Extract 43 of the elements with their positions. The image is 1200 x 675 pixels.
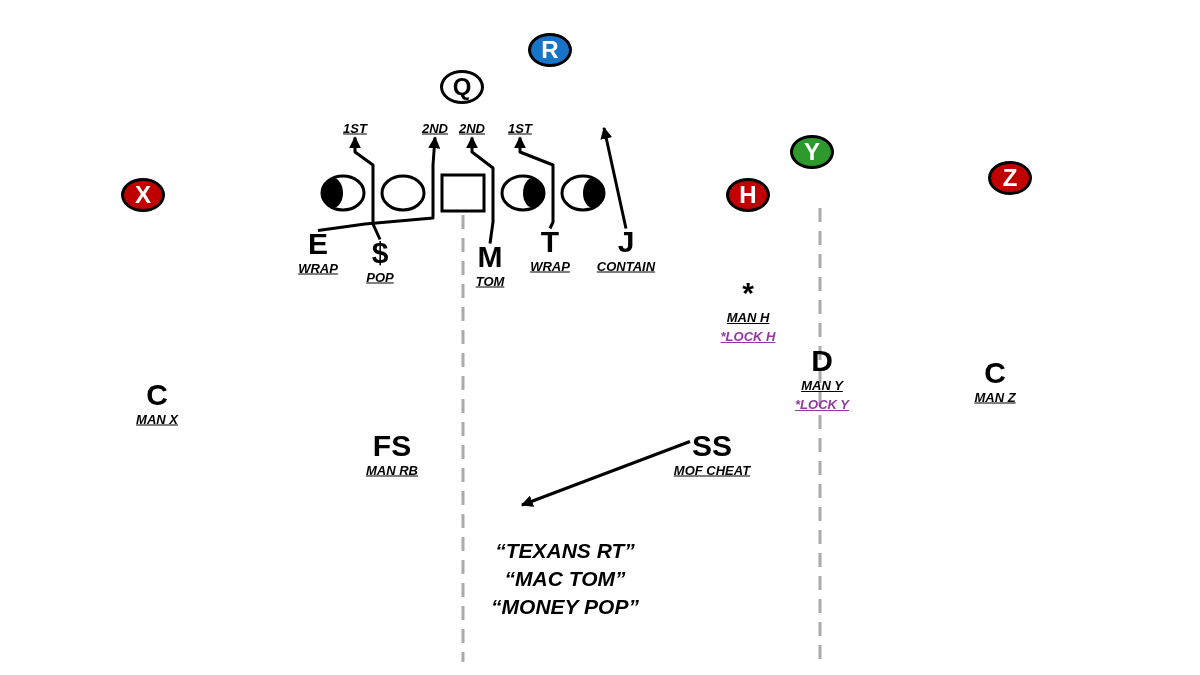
gap-label: 2ND xyxy=(422,120,448,136)
call-text: “MAC TOM” xyxy=(504,567,626,591)
position-letter: C xyxy=(146,379,168,410)
arrow xyxy=(349,136,382,241)
assignment-label: MAN Y xyxy=(801,377,843,395)
assignment-label: MOF CHEAT xyxy=(673,461,751,480)
position-letter: $ xyxy=(371,237,389,268)
assignment-label: MAN Z xyxy=(974,388,1016,407)
assignment-label: MAN RB xyxy=(366,461,418,480)
gap-label: 2ND xyxy=(459,120,485,136)
assignment-label: TOM xyxy=(475,272,505,291)
call-text: “MONEY POP” xyxy=(491,595,639,619)
gap-label: 1ST xyxy=(508,120,532,136)
position-letter: E xyxy=(308,228,328,259)
assignment-label: MAN X xyxy=(136,410,178,429)
player-circle: X xyxy=(121,178,165,212)
arrow xyxy=(317,136,441,232)
position-letter: J xyxy=(617,226,635,257)
player-circle: Q xyxy=(440,70,484,104)
gap-label: 1ST xyxy=(343,120,367,136)
assignment-label: *LOCK H xyxy=(720,328,776,346)
player-circle: R xyxy=(528,33,572,67)
assignment-label: WRAP xyxy=(530,257,570,276)
player-circle: Z xyxy=(988,161,1032,195)
position-letter: FS xyxy=(372,430,412,461)
assignment-label: CONTAIN xyxy=(596,257,656,276)
arrow xyxy=(514,136,555,230)
position-letter: C xyxy=(984,357,1006,388)
assignment-label: MAN H xyxy=(726,309,770,327)
assignment-label: POP xyxy=(366,268,394,287)
arrow xyxy=(600,126,628,229)
call-text: “TEXANS RT” xyxy=(495,539,635,563)
arrow xyxy=(466,136,495,244)
position-letter: D xyxy=(811,346,833,376)
player-circle: H xyxy=(726,178,770,212)
assignment-label: *LOCK Y xyxy=(795,396,849,414)
player-circle: Y xyxy=(790,135,834,169)
position-letter: M xyxy=(477,241,503,272)
assignment-label: WRAP xyxy=(298,259,338,278)
position-letter: * xyxy=(742,278,754,308)
position-letter: T xyxy=(540,226,560,257)
position-letter: SS xyxy=(692,430,732,461)
arrow xyxy=(520,440,691,507)
